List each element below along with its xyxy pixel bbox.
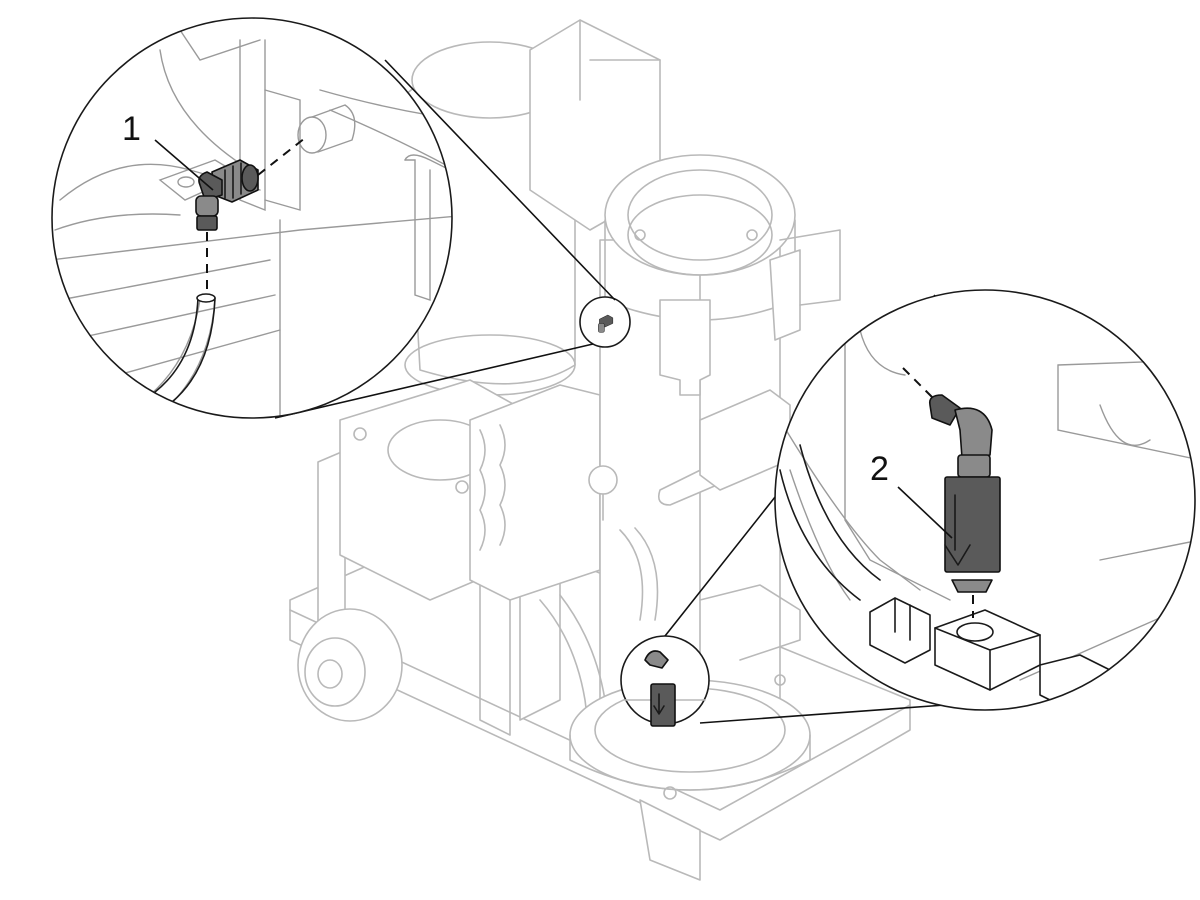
detail-view-1: 1 [51,17,453,419]
location-marker-1 [579,296,631,348]
location-marker-2 [620,635,710,727]
elbow-fitting-1 [195,159,259,231]
detail-view-2: 2 [774,289,1196,711]
callout-1-label: 1 [122,110,141,148]
flow-indicator-2 [944,476,1001,593]
callout-2-label: 2 [870,450,889,488]
machine-ghost [289,19,911,881]
